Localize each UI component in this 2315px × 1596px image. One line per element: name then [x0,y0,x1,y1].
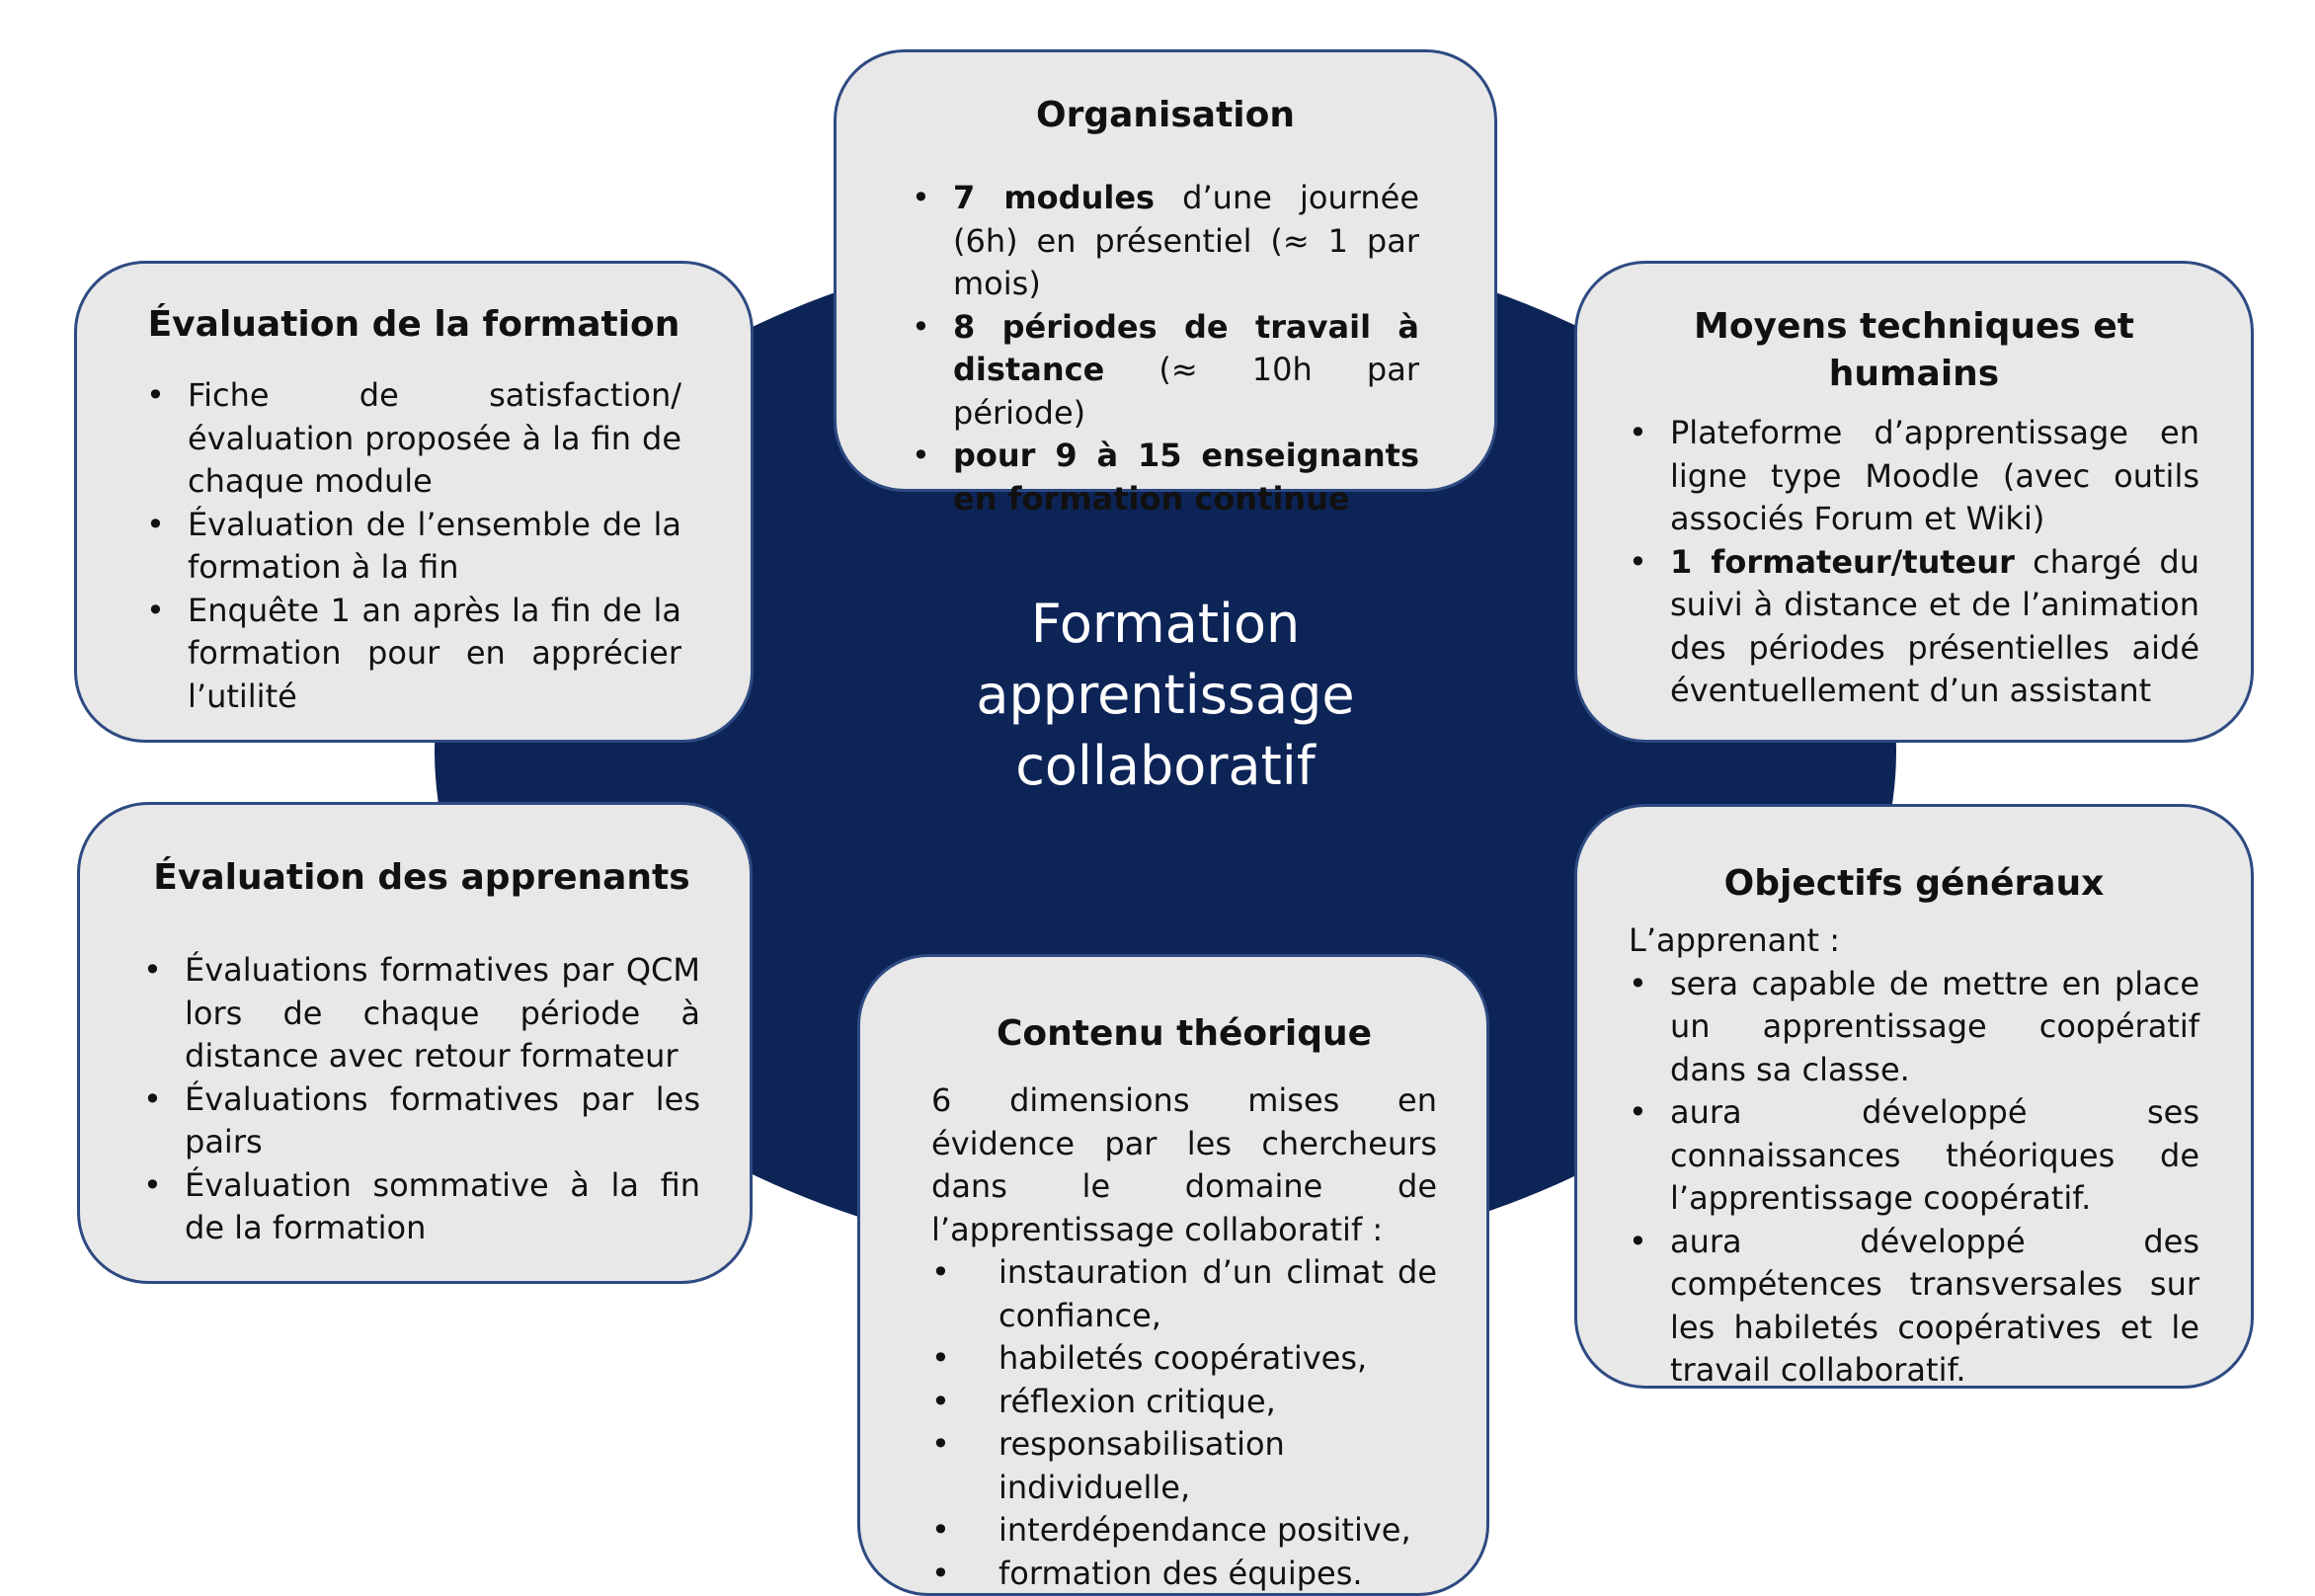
bullet-icon: • [931,1554,950,1592]
list-item: • réflexion critique, [931,1381,1437,1424]
item-text: responsabilisation individuelle, [998,1425,1285,1506]
list-item: • Évaluations formatives par les pairs [143,1078,700,1164]
contenu-title: Contenu théorique [996,1013,1373,1054]
center-title-line: apprentissage [976,664,1355,726]
organisation-list: • 7 modules d’une journée (6h) en présent… [912,177,1419,520]
moyens-title-line: Moyens techniques et [1694,306,2134,347]
moyens-box: Moyens techniques et humains • Plateforme… [1574,261,2254,743]
item-text: aura développé ses connaissances théoriq… [1670,1093,2199,1217]
list-item: • habiletés coopératives, [931,1337,1437,1381]
list-item: • 1 formateur/tuteur chargé du suivi à di… [1629,541,2199,713]
evaluation-formation-list: • Fiche de satisfaction/évaluation propos… [146,374,681,718]
item-text: formation des équipes. [998,1554,1363,1592]
bullet-icon: • [1629,542,1647,581]
bullet-icon: • [1629,1222,1647,1260]
item-text: d’une journée (6h) en présentiel (≈ 1 pa… [953,179,1420,302]
moyens-title-line: humains [1828,354,2000,394]
item-text: Enquête 1 an après la fin de la formatio… [188,591,681,715]
moyens-list: • Plateforme d’apprentissage en ligne typ… [1629,412,2199,713]
item-text: réflexion critique, [998,1382,1276,1420]
item-text: Plateforme d’apprentissage en ligne type… [1670,414,2199,537]
item-text: chargé du suivi à distance et de l’anima… [1670,542,2200,710]
item-text: Fiche de satisfaction/évaluation proposé… [188,376,681,500]
item-text: interdépendance positive, [998,1511,1411,1549]
objectifs-title: Objectifs généraux [1723,863,2105,904]
list-item: • aura développé des compétences transver… [1629,1221,2199,1393]
list-item: • 8 périodes de travail à distance (≈ 10h… [912,306,1419,436]
evaluation-apprenants-title: Évaluation des apprenants [153,857,690,898]
evaluation-apprenants-box: Évaluation des apprenants • Évaluations f… [77,802,753,1284]
list-item: • sera capable de mettre en place un appr… [1629,963,2199,1092]
item-bold-text: pour 9 à 15 enseignants en formation con… [953,437,1419,518]
bullet-icon: • [912,307,930,346]
contenu-box: Contenu théorique 6 dimensions mises en … [857,954,1489,1596]
bullet-icon: • [1629,1093,1647,1131]
list-item: • aura développé ses connaissances théori… [1629,1091,2199,1221]
list-item: • interdépendance positive, [931,1509,1437,1553]
item-text: Évaluation sommative à la fin de la form… [185,1165,700,1247]
center-title: Formation apprentissage collaboratif [928,589,1402,802]
item-text: sera capable de mettre en place un appre… [1670,964,2199,1088]
item-text: (≈ 10h par période) [953,351,1419,432]
item-bold-text: 8 périodes de travail à distance [953,307,1419,389]
item-text: Évaluations formatives par QCM lors de c… [185,951,700,1075]
contenu-list: •instauration d’un climat de confiance, … [931,1251,1437,1595]
item-text: instauration d’un climat de confiance, [998,1253,1437,1334]
item-text: habiletés coopératives, [998,1339,1368,1377]
list-item: • instauration d’un climat de confiance, [931,1251,1437,1337]
item-text: aura développé des compétences transvers… [1670,1222,2199,1390]
item-text: Évaluation de l’ensemble de la formation… [188,505,681,587]
list-item: • responsabilisation individuelle, [931,1423,1437,1509]
evaluation-formation-box: Évaluation de la formation • Fiche de sat… [74,261,754,743]
list-item: • Enquête 1 an après la fin de la formati… [146,590,681,719]
bullet-icon: • [912,437,930,474]
center-title-line: Formation [1030,593,1301,655]
list-item: • formation des équipes. [931,1553,1437,1596]
bullet-icon: • [912,179,930,216]
evaluation-formation-title: Évaluation de la formation [147,304,680,345]
item-text: Évaluations formatives par les pairs [185,1079,700,1161]
bullet-icon: • [931,1425,950,1463]
objectifs-intro: L’apprenant : [1629,921,1841,959]
bullet-icon: • [1629,964,1647,1002]
bullet-icon: • [931,1382,950,1420]
bullet-icon: • [146,505,165,543]
bullet-icon: • [931,1511,950,1549]
list-item: • Plateforme d’apprentissage en ligne typ… [1629,412,2199,541]
list-item: • Fiche de satisfaction/évaluation propos… [146,374,681,504]
bullet-icon: • [143,1165,162,1204]
item-bold-text: 1 formateur/tuteur [1670,542,2015,581]
organisation-title: Organisation [1035,95,1296,135]
list-item: • 7 modules d’une journée (6h) en présent… [912,177,1419,306]
list-item: • pour 9 à 15 enseignants en formation co… [912,435,1419,520]
list-item: • Évaluation sommative à la fin de la for… [143,1164,700,1250]
bullet-icon: • [146,376,165,414]
bullet-icon: • [143,1079,162,1118]
list-item: • Évaluations formatives par QCM lors de … [143,949,700,1078]
objectifs-list: • sera capable de mettre en place un appr… [1629,963,2199,1393]
bullet-icon: • [931,1339,950,1377]
bullet-icon: • [143,951,162,989]
center-title-line: collaboratif [1015,735,1316,797]
moyens-title: Moyens techniques et humains [1629,303,2199,398]
list-item: • Évaluation de l’ensemble de la formatio… [146,504,681,590]
objectifs-box: Objectifs généraux L’apprenant : • sera c… [1574,804,2254,1389]
bullet-icon: • [1629,414,1647,451]
bullet-icon: • [146,591,165,629]
organisation-box: Organisation • 7 modules d’une journée (6… [834,49,1497,518]
contenu-intro: 6 dimensions mises en évidence par les c… [931,1081,1437,1248]
evaluation-apprenants-list: • Évaluations formatives par QCM lors de … [143,949,700,1250]
item-bold-text: 7 modules [953,179,1156,216]
bullet-icon: • [931,1253,950,1291]
